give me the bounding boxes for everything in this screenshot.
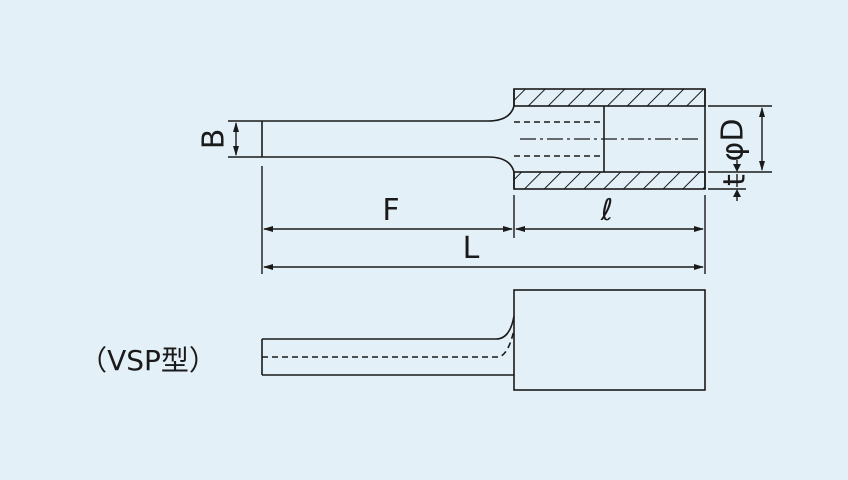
vsp-pin-outline (262, 315, 515, 376)
vsp-barrel (513, 289, 706, 391)
vsp-hidden-line (262, 329, 515, 358)
barrel-wall-top (513, 88, 706, 107)
section-view (261, 88, 706, 190)
barrel-wall-bottom (513, 171, 706, 190)
label-B: B (197, 129, 232, 150)
pin-outline (262, 105, 515, 173)
label-t: t (718, 174, 753, 186)
vsp-view (261, 289, 706, 391)
label-l: ℓ (600, 193, 613, 228)
label-phiD: φD (716, 119, 751, 162)
caption-vsp: （VSP型） (79, 344, 217, 377)
dimensions (228, 105, 772, 274)
label-F: F (382, 193, 399, 228)
label-L: L (463, 231, 480, 266)
